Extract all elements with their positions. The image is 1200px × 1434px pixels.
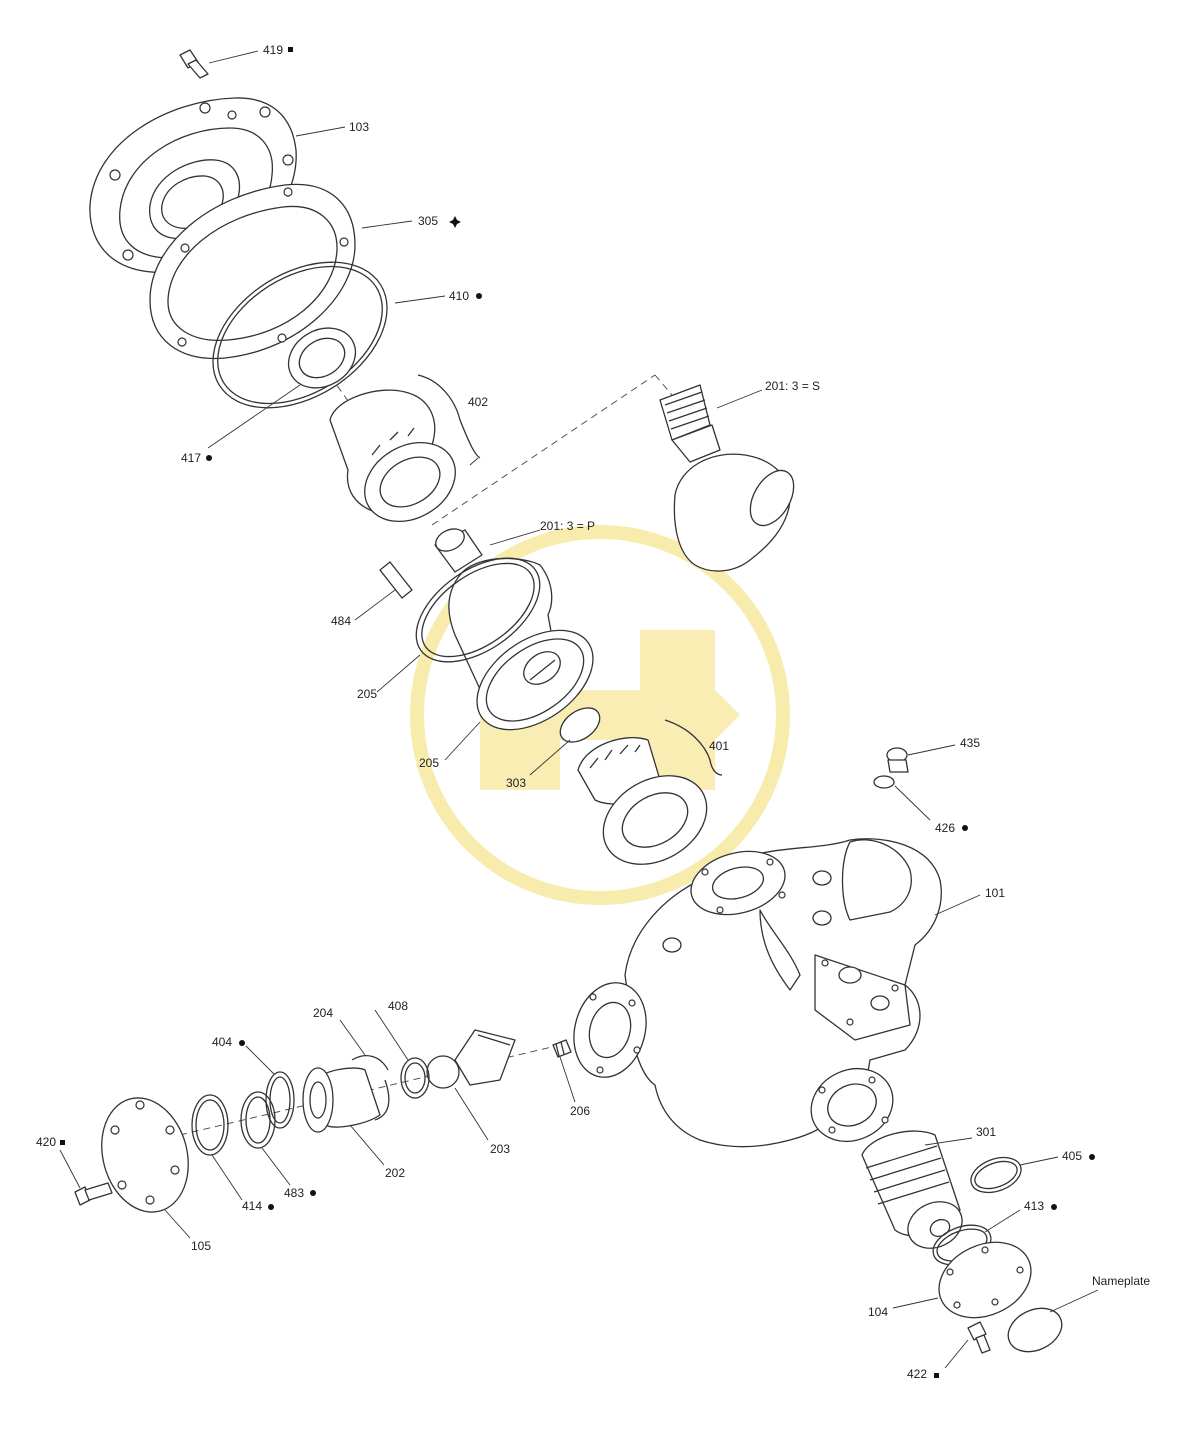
part-405-ring xyxy=(970,1156,1059,1194)
part-426-washer xyxy=(873,775,931,821)
label-422: 422 xyxy=(907,1367,927,1381)
label-301: 301 xyxy=(976,1125,996,1139)
label-201-s: 201: 3 = S xyxy=(765,379,820,393)
marker-417-dot xyxy=(206,455,212,461)
part-484-key xyxy=(354,561,413,621)
part-422-screw xyxy=(944,1321,991,1369)
label-402: 402 xyxy=(468,395,488,409)
label-419: 419 xyxy=(263,43,283,57)
label-404: 404 xyxy=(212,1035,232,1049)
label-205-b: 205 xyxy=(419,756,439,770)
part-303-ball xyxy=(529,707,601,776)
label-206: 206 xyxy=(570,1104,590,1118)
part-201-s-shaft xyxy=(659,384,795,572)
part-420-bolt xyxy=(59,1149,113,1206)
label-483: 483 xyxy=(284,1186,304,1200)
part-301-piston xyxy=(861,1130,973,1249)
marker-420-square xyxy=(60,1140,65,1145)
label-435: 435 xyxy=(960,736,980,750)
label-202: 202 xyxy=(385,1166,405,1180)
marker-483-dot xyxy=(310,1190,316,1196)
part-305-gasket xyxy=(149,183,413,360)
part-402-bearing xyxy=(329,374,481,522)
label-303: 303 xyxy=(506,776,526,790)
label-305: 305 xyxy=(418,214,438,228)
part-419-bolt xyxy=(179,49,259,79)
label-420: 420 xyxy=(36,1135,56,1149)
part-105-cover xyxy=(101,1097,191,1239)
part-417-seal xyxy=(207,327,357,449)
label-405: 405 xyxy=(1062,1149,1082,1163)
label-105: 105 xyxy=(191,1239,211,1253)
label-nameplate: Nameplate xyxy=(1092,1274,1150,1288)
part-408-circlip xyxy=(374,1009,430,1099)
marker-305-cross xyxy=(449,216,461,228)
marker-404-dot xyxy=(239,1040,245,1046)
part-202-piston xyxy=(302,1067,385,1166)
marker-426-dot xyxy=(962,825,968,831)
label-426: 426 xyxy=(935,821,955,835)
label-104: 104 xyxy=(868,1305,888,1319)
label-101: 101 xyxy=(985,886,1005,900)
marker-405-dot xyxy=(1089,1154,1095,1160)
label-205-a: 205 xyxy=(357,687,377,701)
label-417: 417 xyxy=(181,451,201,465)
part-401-bearing xyxy=(577,719,723,865)
part-206-screw xyxy=(552,1039,576,1103)
part-204-ring xyxy=(339,1019,390,1121)
marker-422-square xyxy=(934,1373,939,1378)
nameplate-part xyxy=(1007,1289,1099,1353)
label-103: 103 xyxy=(349,120,369,134)
marker-410-dot xyxy=(476,293,482,299)
label-201-p: 201: 3 = P xyxy=(540,519,595,533)
label-401: 401 xyxy=(709,739,729,753)
label-408: 408 xyxy=(388,999,408,1013)
marker-413-dot xyxy=(1051,1204,1057,1210)
label-204: 204 xyxy=(313,1006,333,1020)
marker-419-square xyxy=(288,47,293,52)
label-414: 414 xyxy=(242,1199,262,1213)
part-205-rings xyxy=(376,557,594,761)
part-101-housing xyxy=(573,838,981,1148)
part-414-o-ring xyxy=(191,1094,243,1201)
part-labels: 419 103 305 410 417 402 201: 3 = S 201: … xyxy=(36,43,1150,1381)
part-435-plug xyxy=(886,744,956,773)
label-484: 484 xyxy=(331,614,351,628)
label-410: 410 xyxy=(449,289,469,303)
marker-414-dot xyxy=(268,1204,274,1210)
part-483-ring xyxy=(240,1091,291,1186)
label-203: 203 xyxy=(490,1142,510,1156)
part-104-cover xyxy=(892,1241,1032,1319)
part-203-conrod xyxy=(426,1029,516,1141)
label-413: 413 xyxy=(1024,1199,1044,1213)
